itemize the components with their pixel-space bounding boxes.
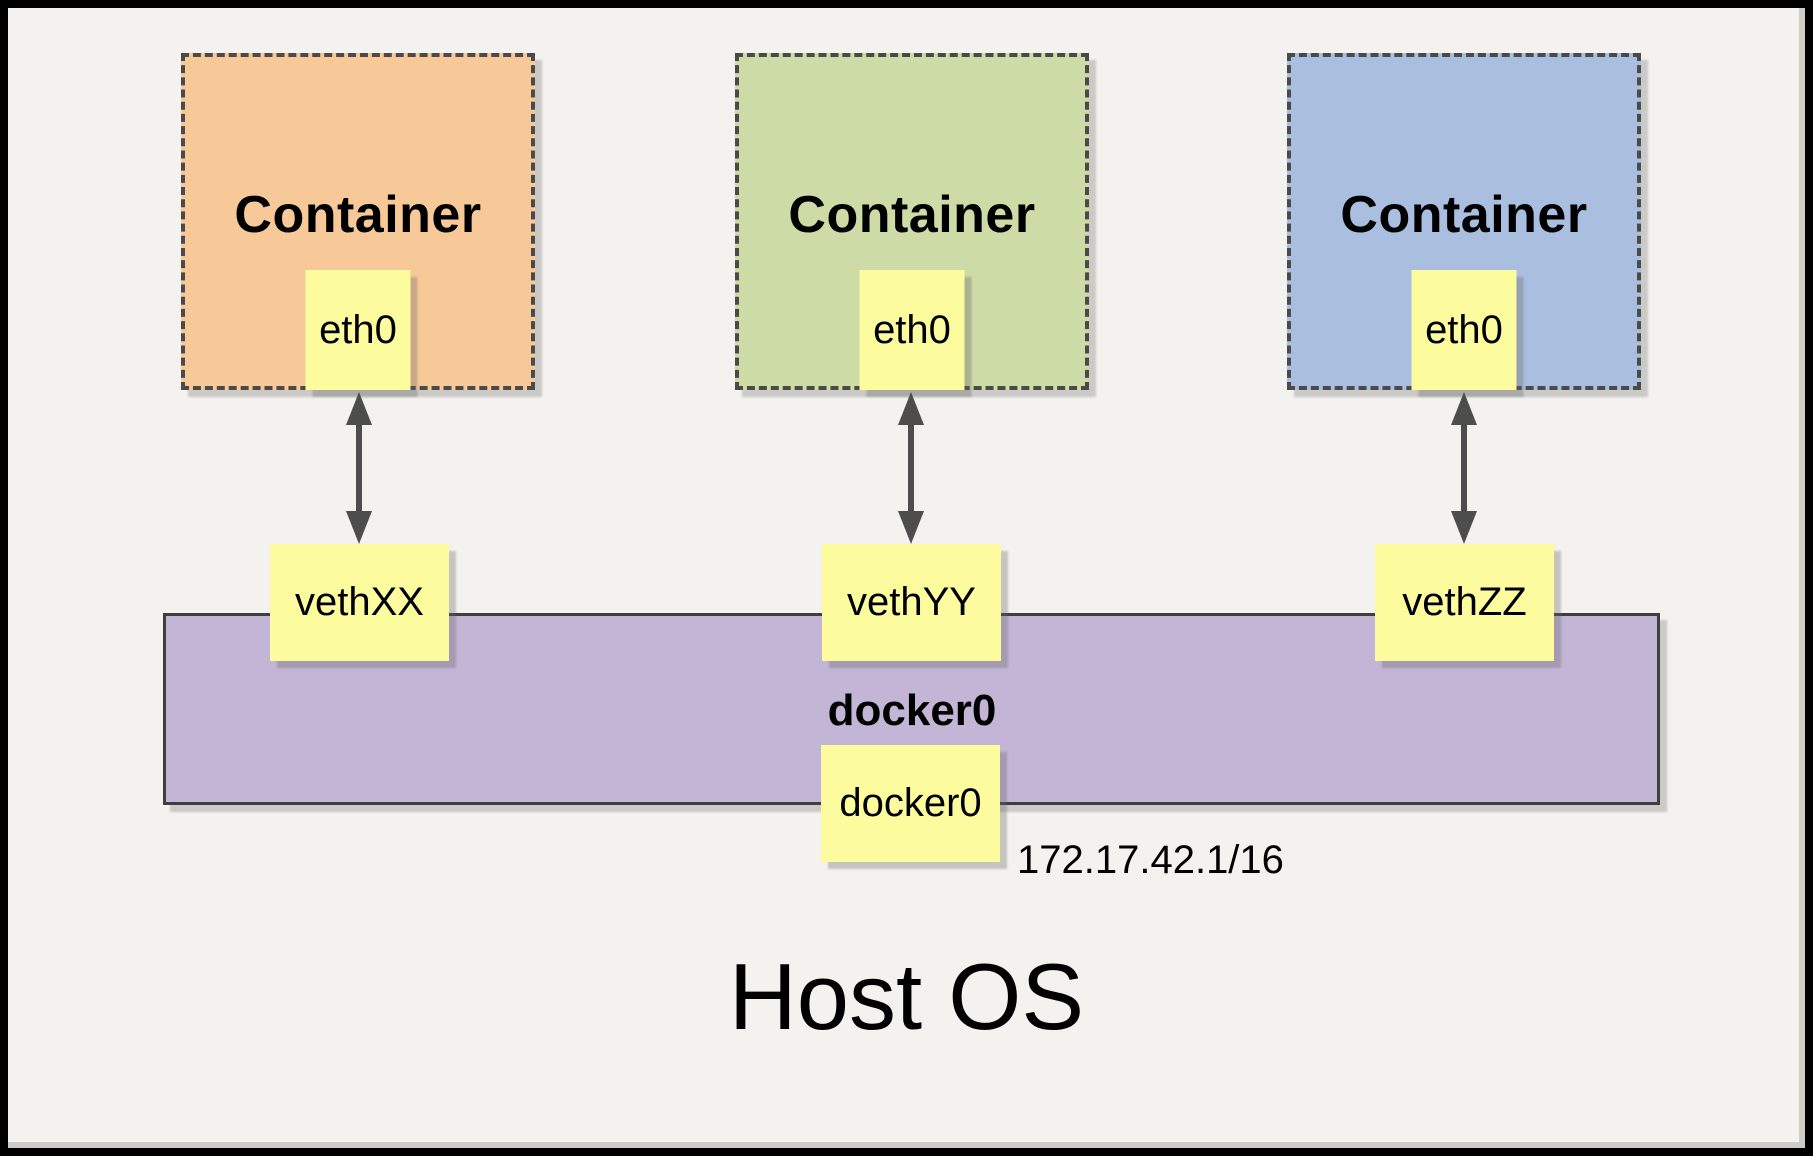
eth0-label: eth0	[873, 307, 951, 352]
eth0-label: eth0	[1425, 307, 1503, 352]
eth0-interface-box-3: eth0	[1411, 270, 1517, 390]
container-box-2: Container eth0	[735, 53, 1089, 390]
eth0-interface-box-1: eth0	[305, 270, 411, 390]
double-arrow-icon-container3-veth	[1451, 392, 1477, 544]
container-box-3: Container eth0	[1287, 53, 1641, 390]
bridge-ip-address: 172.17.42.1/16	[1017, 838, 1284, 882]
vethZZ-box: vethZZ	[1375, 544, 1554, 661]
vethZZ-label: vethZZ	[1402, 580, 1527, 624]
container-title: Container	[234, 186, 482, 244]
vethYY-label: vethYY	[847, 580, 976, 624]
vethXX-box: vethXX	[270, 544, 449, 661]
eth0-interface-box-2: eth0	[859, 270, 965, 390]
eth0-label: eth0	[319, 307, 397, 352]
vethYY-box: vethYY	[822, 544, 1001, 661]
docker0-interface-box: docker0	[821, 745, 1000, 862]
host-os-title: Host OS	[728, 944, 1085, 1049]
docker0-interface-label: docker0	[839, 781, 982, 825]
double-arrow-icon-container2-veth	[898, 392, 924, 544]
container-title: Container	[788, 186, 1036, 244]
vethXX-label: vethXX	[295, 580, 424, 624]
container-box-1: Container eth0	[181, 53, 535, 390]
container-title: Container	[1340, 186, 1588, 244]
docker0-bridge-title: docker0	[827, 686, 997, 735]
double-arrow-icon-container1-veth	[346, 392, 372, 544]
